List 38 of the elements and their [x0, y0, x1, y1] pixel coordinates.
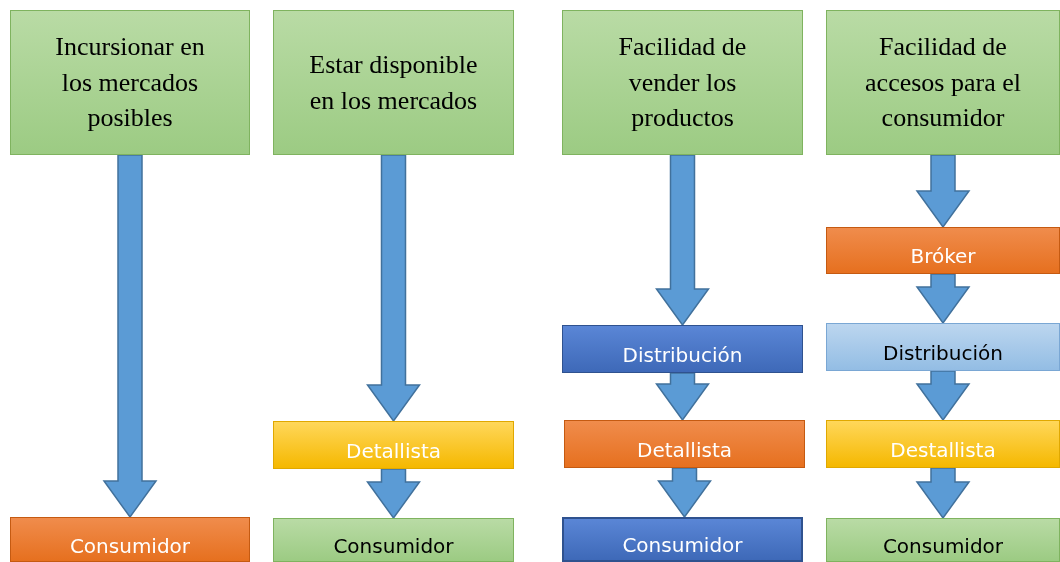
channel-box	[826, 518, 1060, 562]
goal-box	[273, 10, 514, 155]
block-arrow	[366, 468, 421, 520]
channel-box	[273, 421, 514, 469]
box-label: Consumidor	[333, 533, 454, 561]
block-arrow	[655, 154, 710, 327]
goal-box	[562, 10, 803, 155]
box-label: Facilidad de accesos para el consumidor	[864, 30, 1022, 135]
channel-box	[562, 517, 803, 562]
box-label: Incursionar en los mercados posibles	[54, 30, 206, 135]
channel-box	[826, 323, 1060, 371]
block-arrow	[102, 154, 158, 519]
box-label: Bróker	[910, 243, 976, 271]
box-label: Detallista	[346, 438, 441, 466]
channel-box	[826, 227, 1060, 274]
block-arrow	[915, 370, 971, 422]
box-label: Facilidad de vender los productos	[617, 30, 748, 135]
box-label: Destallista	[890, 437, 996, 465]
block-arrow	[915, 467, 971, 520]
block-arrow	[915, 273, 971, 325]
block-arrow	[655, 372, 710, 422]
channel-box	[562, 325, 803, 373]
block-arrow	[366, 154, 421, 423]
box-label: Distribución	[883, 340, 1003, 368]
box-label: Distribución	[622, 342, 743, 370]
block-arrow	[657, 467, 712, 519]
block-arrow	[915, 154, 971, 229]
box-label: Detallista	[637, 437, 732, 465]
channel-box	[10, 517, 250, 562]
channel-box	[273, 518, 514, 562]
channel-box	[826, 420, 1060, 468]
goal-box	[10, 10, 250, 155]
box-label: Estar disponible en los mercados	[308, 48, 479, 117]
box-label: Consumidor	[882, 533, 1004, 561]
box-label: Consumidor	[622, 532, 743, 560]
goal-box	[826, 10, 1060, 155]
channel-box	[564, 420, 805, 468]
box-label: Consumidor	[69, 533, 191, 561]
